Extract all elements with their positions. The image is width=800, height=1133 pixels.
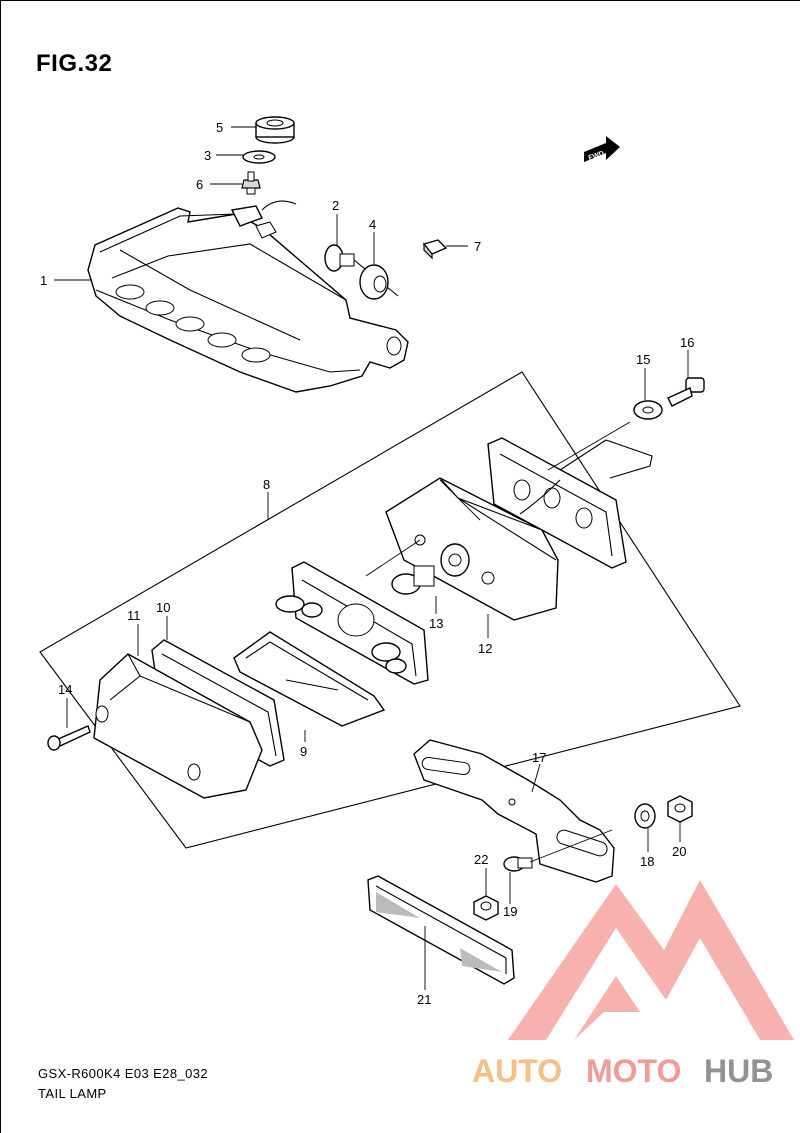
callout-21: 21 xyxy=(417,992,431,1007)
part-13-bulb xyxy=(391,565,435,595)
assembly-8-outline xyxy=(39,371,741,849)
callout-7: 7 xyxy=(474,239,481,254)
callout-2: 2 xyxy=(332,198,339,213)
callout-5: 5 xyxy=(216,120,223,135)
part-20-nut xyxy=(667,795,693,823)
part-5-grommet xyxy=(255,116,295,144)
part-17-bracket xyxy=(413,739,615,883)
part-15-washer xyxy=(633,400,663,420)
callout-19: 19 xyxy=(503,904,517,919)
callout-numbers: 1 2 3 4 5 6 7 8 9 10 11 12 13 14 15 16 1… xyxy=(40,120,694,1007)
part-14-screw xyxy=(47,725,91,751)
callout-9: 9 xyxy=(300,744,307,759)
callout-20: 20 xyxy=(672,844,686,859)
part-2-bolt xyxy=(324,244,399,297)
watermark-triangle-logo xyxy=(508,880,794,1040)
callout-10: 10 xyxy=(156,600,170,615)
callout-3: 3 xyxy=(204,148,211,163)
callout-18: 18 xyxy=(640,854,654,869)
svg-text:FWD: FWD xyxy=(588,150,605,162)
watermark-auto: AUTO xyxy=(472,1053,562,1089)
callout-14: 14 xyxy=(58,682,72,697)
bulb-holder-plate xyxy=(275,561,429,685)
callout-8: 8 xyxy=(263,477,270,492)
watermark-moto: MOTO xyxy=(586,1053,681,1089)
callout-6: 6 xyxy=(196,177,203,192)
part-22-nut xyxy=(473,895,499,921)
callout-15: 15 xyxy=(636,352,650,367)
callout-4: 4 xyxy=(369,217,376,232)
callout-12: 12 xyxy=(478,641,492,656)
part-6-screw xyxy=(241,171,261,195)
part-name: TAIL LAMP xyxy=(38,1086,107,1101)
model-code: GSX-R600K4 E03 E28_032 xyxy=(38,1066,208,1081)
part-1-tail-lamp-housing xyxy=(87,200,409,393)
callout-22: 22 xyxy=(474,852,488,867)
part-19-bolt xyxy=(503,856,533,872)
part-7-cushion xyxy=(422,239,448,260)
part-18-washer xyxy=(634,803,656,829)
part-16-screw xyxy=(667,377,705,407)
rear-gasket-plate xyxy=(487,437,653,569)
part-21-reflector xyxy=(367,875,515,985)
part-4-grommet xyxy=(359,264,389,300)
callout-11: 11 xyxy=(127,608,141,623)
watermark-hub: HUB xyxy=(704,1053,773,1089)
callout-1: 1 xyxy=(40,273,47,288)
part-12-lamp-body xyxy=(385,477,559,621)
callout-17: 17 xyxy=(532,750,546,765)
automotohub-watermark: AUTO MOTO HUB xyxy=(472,880,794,1089)
callout-16: 16 xyxy=(680,335,694,350)
part-9-lens xyxy=(233,631,386,727)
fwd-arrow-icon: FWD xyxy=(584,136,620,162)
part-3-washer xyxy=(242,150,276,164)
callout-13: 13 xyxy=(429,616,443,631)
leader-lines xyxy=(54,126,689,990)
part-11-lens-cover xyxy=(93,653,263,799)
figure-title: FIG.32 xyxy=(36,50,113,77)
